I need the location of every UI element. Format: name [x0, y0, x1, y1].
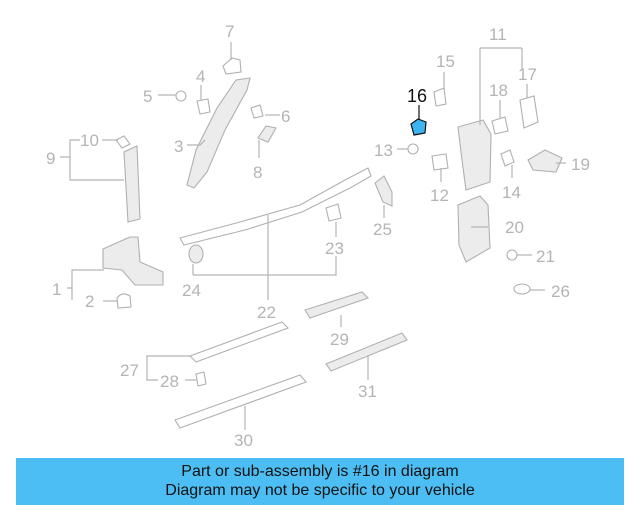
callout-24[interactable]: 24	[182, 281, 201, 300]
part-26-shape	[513, 283, 531, 295]
part-4-shape	[196, 98, 211, 115]
callout-30[interactable]: 30	[234, 431, 253, 450]
callout-23[interactable]: 23	[325, 239, 344, 258]
part-11-shape	[457, 119, 492, 191]
callout-10[interactable]: 10	[80, 131, 99, 150]
callout-26[interactable]: 26	[551, 282, 570, 301]
part-31-shape	[325, 332, 408, 372]
part-5-shape	[175, 90, 187, 102]
callout-16[interactable]: 16	[407, 86, 427, 106]
callout-17[interactable]: 17	[518, 65, 537, 84]
leader-lines	[60, 42, 566, 430]
callout-5[interactable]: 5	[143, 87, 152, 106]
banner-line-disclaimer: Diagram may not be specific to your vehi…	[165, 482, 475, 499]
callout-12[interactable]: 12	[430, 186, 449, 205]
part-16-shape	[410, 118, 427, 136]
callout-28[interactable]: 28	[160, 372, 179, 391]
callout-3[interactable]: 3	[174, 137, 183, 156]
part-28-shape	[195, 371, 207, 387]
callout-21[interactable]: 21	[536, 247, 555, 266]
part-13-shape	[407, 143, 419, 155]
part-18-shape	[491, 116, 509, 135]
part-19-shape	[527, 149, 563, 173]
callout-8[interactable]: 8	[253, 163, 262, 182]
part-15-shape	[433, 87, 447, 107]
part-3-shape	[186, 77, 251, 189]
part-12-shape	[431, 153, 449, 171]
callout-2[interactable]: 2	[85, 292, 94, 311]
callout-11[interactable]: 11	[489, 25, 507, 44]
callout-19[interactable]: 19	[571, 155, 590, 174]
info-banner: Part or sub-assembly is #16 in diagram D…	[16, 458, 624, 505]
part-22-shape	[179, 167, 372, 246]
callout-7[interactable]: 7	[225, 22, 234, 41]
callout-15[interactable]: 15	[436, 52, 455, 71]
callout-18[interactable]: 18	[489, 81, 508, 100]
part-1-shape	[102, 236, 164, 286]
callout-31[interactable]: 31	[358, 382, 377, 401]
callout-9[interactable]: 9	[46, 149, 55, 168]
callout-14[interactable]: 14	[502, 183, 521, 202]
part-shapes	[102, 57, 563, 429]
part-23-shape	[325, 203, 342, 222]
part-20-shape	[457, 195, 491, 263]
part-9-shape	[123, 145, 141, 223]
callout-25[interactable]: 25	[373, 220, 392, 239]
part-7-shape	[222, 57, 242, 75]
callout-29[interactable]: 29	[330, 330, 349, 349]
part-14-shape	[500, 149, 515, 167]
callout-20[interactable]: 20	[505, 218, 524, 237]
banner-line-part: Part or sub-assembly is #16 in diagram	[181, 463, 459, 480]
part-8-shape	[257, 125, 277, 143]
part-2-shape	[116, 293, 132, 309]
callout-27[interactable]: 27	[120, 361, 139, 380]
part-6-shape	[250, 104, 264, 119]
part-30-shape	[174, 374, 307, 429]
part-10-shape	[115, 135, 131, 149]
callout-4[interactable]: 4	[196, 67, 205, 86]
part-24-shape	[188, 244, 204, 264]
part-29-shape	[304, 291, 370, 319]
part-21-shape	[506, 249, 518, 261]
part-27-shape	[189, 321, 289, 363]
part-25-shape	[374, 175, 393, 207]
callout-numbers: 1 2 3 4 5 6 7 8 9 10 11 12 13 14 15 16 1…	[46, 22, 590, 450]
callout-13[interactable]: 13	[374, 141, 393, 160]
part-17-shape	[519, 95, 539, 129]
callout-6[interactable]: 6	[281, 107, 290, 126]
callout-1[interactable]: 1	[52, 280, 61, 299]
callout-22[interactable]: 22	[257, 303, 276, 322]
